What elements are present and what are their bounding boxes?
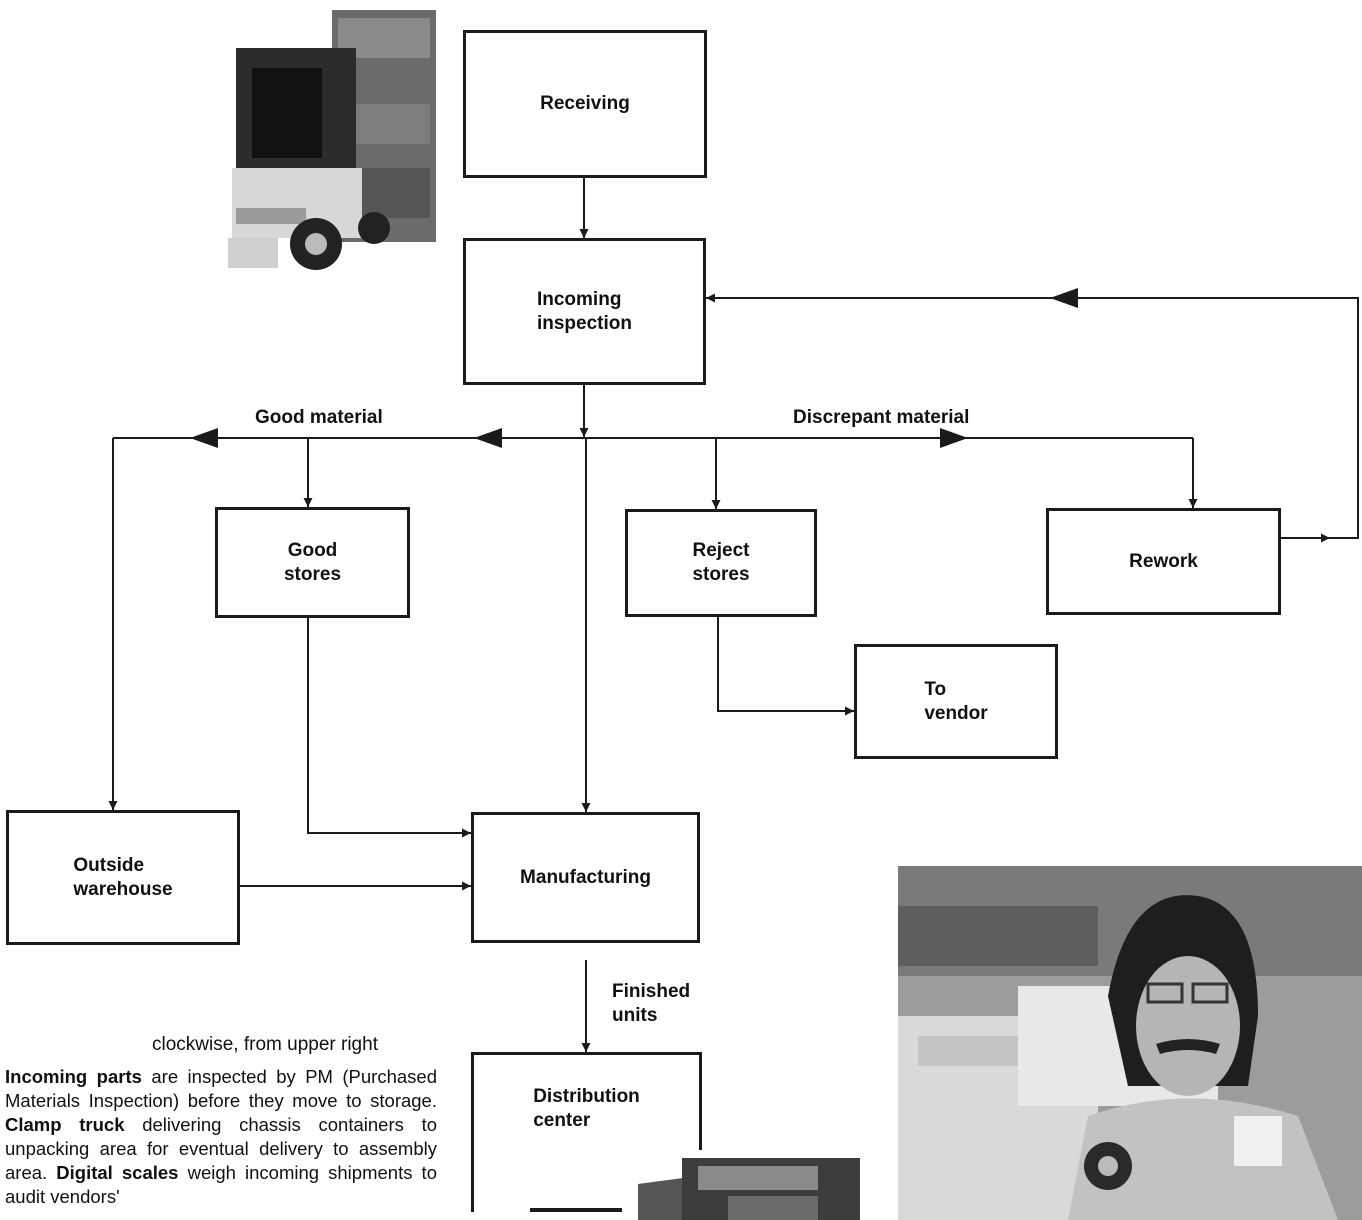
inspector-photo — [898, 866, 1362, 1220]
bus-arrow-left-1 — [190, 428, 218, 448]
node-to-vendor: To vendor — [854, 644, 1058, 759]
label-good-material: Good material — [255, 407, 383, 428]
caption-heading: clockwise, from upper right — [152, 1034, 378, 1055]
node-distribution-center-label: Distribution center — [533, 1085, 640, 1131]
node-reject-stores-label: Reject stores — [692, 540, 750, 585]
node-receiving: Receiving — [463, 30, 707, 178]
node-outside-warehouse: Outside warehouse — [6, 810, 240, 945]
scale-image — [638, 1150, 860, 1220]
scale-base-line — [530, 1208, 622, 1212]
caption-part-4: delivering chassis containers to unpacki… — [5, 1114, 438, 1183]
loop-arrow-mid — [1050, 288, 1078, 308]
edge-good-stores-to-manufacturing — [307, 618, 471, 838]
label-discrepant-material: Discrepant material — [793, 407, 970, 428]
scale-photo — [638, 1150, 860, 1220]
node-manufacturing: Manufacturing — [471, 812, 700, 943]
node-incoming-inspection: Incoming inspection — [463, 238, 706, 385]
caption-part-5: Digital scales — [56, 1162, 179, 1183]
edge-rework-loop — [706, 293, 1359, 539]
caption-part-1: Incoming parts — [5, 1066, 142, 1087]
forklift-image — [228, 8, 438, 276]
node-reject-stores: Reject stores — [625, 509, 817, 617]
caption-text: Incoming parts are inspected by PM (Purc… — [5, 1065, 437, 1209]
node-receiving-label: Receiving — [540, 93, 630, 114]
caption-part-6: weigh incoming shipments to audit vendor… — [5, 1162, 437, 1207]
inspector-image — [898, 866, 1362, 1220]
caption-part-2: are inspected by PM (Purchased Materials… — [5, 1066, 437, 1111]
bus-arrow-left-2 — [474, 428, 502, 448]
node-good-stores-label: Good stores — [283, 539, 342, 585]
forklift-photo — [228, 8, 438, 276]
edge-reject-stores-to-vendor — [717, 617, 854, 716]
caption-part-3: Clamp truck — [5, 1114, 125, 1135]
bus-arrow-right — [940, 428, 968, 448]
node-rework-label: Rework — [1129, 550, 1198, 572]
node-manufacturing-label: Manufacturing — [520, 866, 651, 888]
node-good-stores: Good stores — [215, 507, 410, 618]
node-to-vendor-label: To vendor — [924, 678, 988, 724]
label-finished-units: Finished units — [612, 981, 691, 1026]
node-rework: Rework — [1046, 508, 1281, 615]
node-outside-warehouse-label: Outside warehouse — [73, 854, 173, 900]
node-incoming-inspection-label: Incoming inspection — [536, 288, 632, 334]
